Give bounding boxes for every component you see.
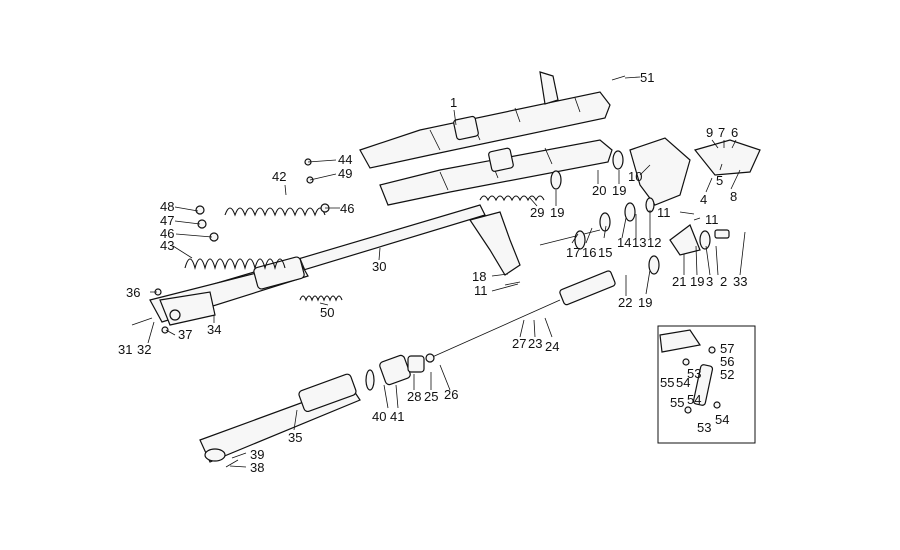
label-43: 43 [160, 238, 174, 253]
label-29: 29 [530, 205, 544, 220]
label-8: 8 [730, 189, 737, 204]
label-34: 34 [207, 322, 221, 337]
label-31: 31 [118, 342, 132, 357]
label-3: 3 [706, 274, 713, 289]
label-54c: 54 [715, 412, 729, 427]
damper-rod [429, 270, 616, 359]
label-11c: 11 [474, 283, 488, 298]
label-55b: 55 [670, 395, 684, 410]
label-41: 41 [390, 409, 404, 424]
label-55a: 55 [660, 375, 674, 390]
label-57: 57 [720, 341, 734, 356]
label-10: 10 [628, 169, 642, 184]
label-30: 30 [372, 259, 386, 274]
label-2: 2 [720, 274, 727, 289]
label-20: 20 [592, 183, 606, 198]
label-53b: 53 [697, 420, 711, 435]
label-19a: 19 [550, 205, 564, 220]
label-13: 13 [632, 235, 646, 250]
label-44: 44 [338, 152, 352, 167]
spring-42 [224, 207, 326, 217]
spring-29 [479, 195, 545, 202]
label-16: 16 [582, 245, 596, 260]
label-24: 24 [545, 339, 559, 354]
label-18: 18 [472, 269, 486, 284]
label-54a: 54 [676, 375, 690, 390]
label-37: 37 [178, 327, 192, 342]
label-22: 22 [618, 295, 632, 310]
label-19c: 19 [690, 274, 704, 289]
label-23: 23 [528, 336, 542, 351]
label-1: 1 [450, 95, 457, 110]
label-26: 26 [444, 387, 458, 402]
inset-box [657, 325, 756, 444]
label-32: 32 [137, 342, 151, 357]
label-19d: 19 [638, 295, 652, 310]
label-51: 51 [640, 70, 654, 85]
cartridge-parts [365, 353, 435, 391]
label-21: 21 [672, 274, 686, 289]
label-46a: 46 [340, 201, 354, 216]
label-48: 48 [160, 199, 174, 214]
label-15: 15 [598, 245, 612, 260]
label-11b: 11 [705, 212, 719, 227]
label-49: 49 [338, 166, 352, 181]
label-54b: 54 [687, 392, 701, 407]
spring-50 [299, 295, 343, 302]
label-6: 6 [731, 125, 738, 140]
label-53a: 53 [687, 366, 701, 381]
leader-lines [147, 76, 746, 468]
label-56: 56 [720, 354, 734, 369]
label-46b: 46 [160, 226, 174, 241]
label-5: 5 [716, 173, 723, 188]
label-47: 47 [160, 213, 174, 228]
label-17: 17 [566, 245, 580, 260]
label-38: 38 [250, 460, 264, 475]
label-52: 52 [720, 367, 734, 382]
label-11a: 11 [657, 205, 671, 220]
second-fork-slider [379, 139, 613, 206]
label-42: 42 [272, 169, 286, 184]
label-27: 27 [512, 336, 526, 351]
label-33: 33 [733, 274, 747, 289]
part-number-labels: 1 51 44 49 42 46 48 47 46 43 36 31 32 37… [118, 70, 747, 475]
label-40: 40 [372, 409, 386, 424]
bottom-fork-leg [199, 373, 361, 463]
label-39: 39 [250, 447, 264, 462]
bearings-and-washers [550, 150, 730, 275]
label-25: 25 [424, 389, 438, 404]
label-19b: 19 [612, 183, 626, 198]
upper-fork-slider [359, 71, 611, 169]
label-14: 14 [617, 235, 631, 250]
label-12: 12 [647, 235, 661, 250]
steering-head [469, 137, 761, 276]
left-fork-leg [149, 256, 309, 326]
label-28: 28 [407, 389, 421, 404]
label-7: 7 [718, 125, 725, 140]
label-36: 36 [126, 285, 140, 300]
label-35: 35 [288, 430, 302, 445]
label-9: 9 [706, 125, 713, 140]
spring-43 [184, 258, 286, 271]
label-4: 4 [700, 192, 707, 207]
label-50: 50 [320, 305, 334, 320]
